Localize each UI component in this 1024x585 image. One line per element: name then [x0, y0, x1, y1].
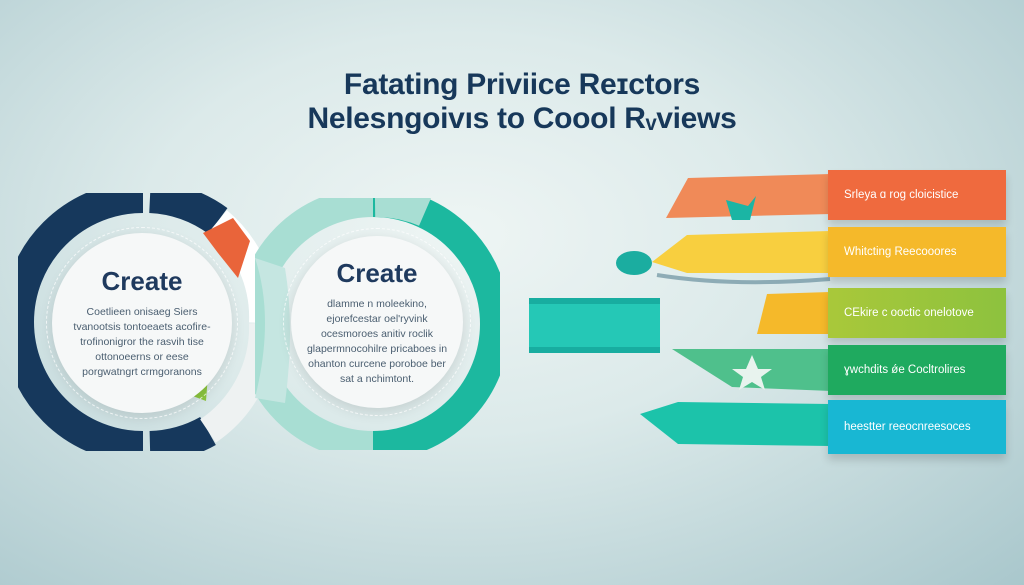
ribbon-tail — [672, 349, 832, 391]
ring-graphic — [18, 193, 268, 451]
ribbon-label: heestter reeocnreesoces — [828, 400, 1006, 454]
blob-icon — [616, 251, 652, 275]
ribbon-tail — [640, 402, 830, 446]
title-line-2: Nelesngoivıs to Coool Rᵥviews — [307, 102, 737, 135]
ribbon-item-4: ɣwchdits ǿe Cocltrolires — [672, 345, 1006, 395]
ribbon-label: Whitcting Reecooores — [828, 227, 1006, 277]
infographic-title: Fatating Priviice Reɪctors Nelesngoivıs … — [0, 68, 1024, 136]
star-icon — [726, 196, 756, 220]
ribbon-item-3: CEkire c ooctic onelotove — [745, 288, 1006, 338]
circle-create-left: Create Coetlieen onisaeg Siers tvanootsi… — [18, 193, 268, 451]
ribbon-item-1: Srleya ɑ rog cloicistice — [666, 170, 1006, 220]
ring-graphic — [255, 198, 500, 450]
circle-create-right: Create dlamme n moleekino, ejorefcestar … — [255, 198, 500, 450]
star-icon — [732, 355, 772, 390]
orange-tab — [203, 218, 250, 278]
ribbon-label: CEkire c ooctic onelotove — [828, 288, 1006, 338]
ribbon-tail — [616, 231, 831, 285]
title-line-1: Fatating Priviice Reɪctors — [343, 68, 701, 101]
dashed-ring — [46, 227, 238, 419]
ribbon-tail — [666, 174, 831, 220]
teal-connector-bar — [529, 298, 660, 353]
dashed-ring — [283, 228, 471, 416]
ribbon-item-5: heestter reeocnreesoces — [640, 400, 1006, 454]
ribbon-item-2: Whitcting Reecooores — [612, 227, 1006, 285]
ribbon-tail — [757, 292, 830, 334]
ribbon-label: Srleya ɑ rog cloicistice — [828, 170, 1006, 220]
ribbon-label: ɣwchdits ǿe Cocltrolires — [828, 345, 1006, 395]
